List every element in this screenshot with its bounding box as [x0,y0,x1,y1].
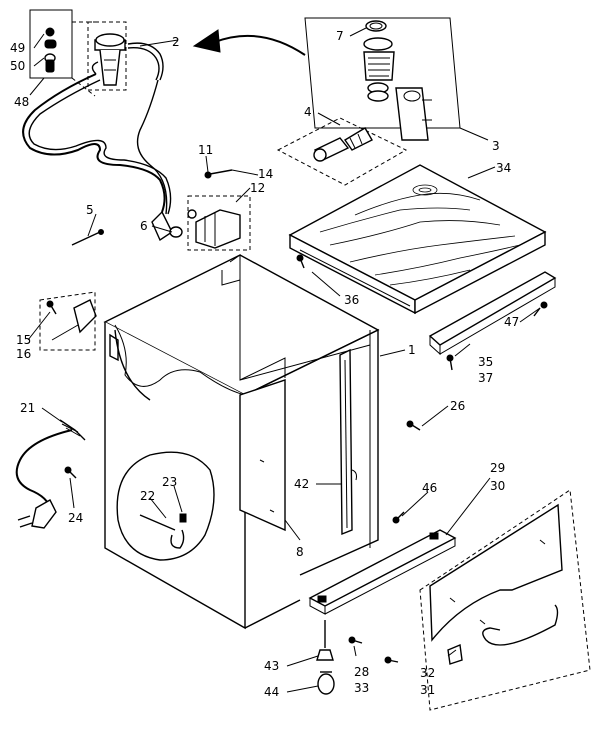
callout-30: 30 [490,479,505,493]
leader-lines [27,27,541,693]
callout-48: 48 [14,95,29,109]
screws-28-33 [348,636,399,664]
faucet-adapter-assembly [87,21,164,91]
callout-43: 43 [264,659,279,673]
callout-42: 42 [294,477,309,491]
callout-1: 1 [408,343,416,357]
callout-16: 16 [16,347,31,361]
leveling-leg-43-44 [316,620,335,695]
top-screws-36 [296,254,305,269]
rear-access-panel-inset [419,489,591,711]
callout-34: 34 [496,161,511,175]
callout-46: 46 [422,481,437,495]
cord-bracket-15-16 [39,291,151,401]
bottom-bracket-29-30 [308,529,457,615]
callout-12: 12 [250,181,265,195]
callout-29: 29 [490,461,505,475]
callout-3: 3 [492,139,500,153]
callout-5: 5 [86,203,94,217]
callout-31: 31 [420,683,435,697]
inset-box-49-50 [29,9,96,97]
callout-7: 7 [336,29,344,43]
callout-44: 44 [264,685,279,699]
callout-36: 36 [344,293,359,307]
callout-33: 33 [354,681,369,695]
callout-21: 21 [20,401,35,415]
callout-11: 11 [198,143,213,157]
hose-clamp-6 [169,226,183,238]
power-cord-21 [15,419,86,529]
callout-22: 22 [140,489,155,503]
valve-fitting-inset-4 [276,117,408,186]
screw-46 [392,511,405,524]
callout-2: 2 [172,35,180,49]
callout-32: 32 [420,666,435,680]
cabinet-back-panel-8 [239,379,286,532]
callout-26: 26 [450,399,465,413]
screw-5 [71,229,104,246]
callout-15: 15 [16,333,31,347]
direction-arrow [192,29,306,56]
callout-4: 4 [304,105,312,119]
callout-24: 24 [68,511,83,525]
cabinet-body [103,254,380,630]
callout-37: 37 [478,371,493,385]
top-support-rail [428,271,557,371]
callout-47: 47 [504,315,519,329]
screw-26 [406,420,421,431]
callout-50: 50 [10,59,25,73]
callout-23: 23 [162,475,177,489]
valve-bracket-12 [187,169,251,251]
callout-14: 14 [258,167,273,181]
water-valve-inset [304,17,461,141]
callout-49: 49 [10,41,25,55]
callout-35: 35 [478,355,493,369]
callout-8: 8 [296,545,304,559]
callout-28: 28 [354,665,369,679]
side-channel-42 [339,348,357,536]
callout-labels: 2 3 4 5 6 7 8 1 11 12 14 15 16 21 22 23 … [10,29,519,699]
wood-top-panel [288,164,547,315]
callout-6: 6 [140,219,148,233]
water-hose [22,73,173,242]
